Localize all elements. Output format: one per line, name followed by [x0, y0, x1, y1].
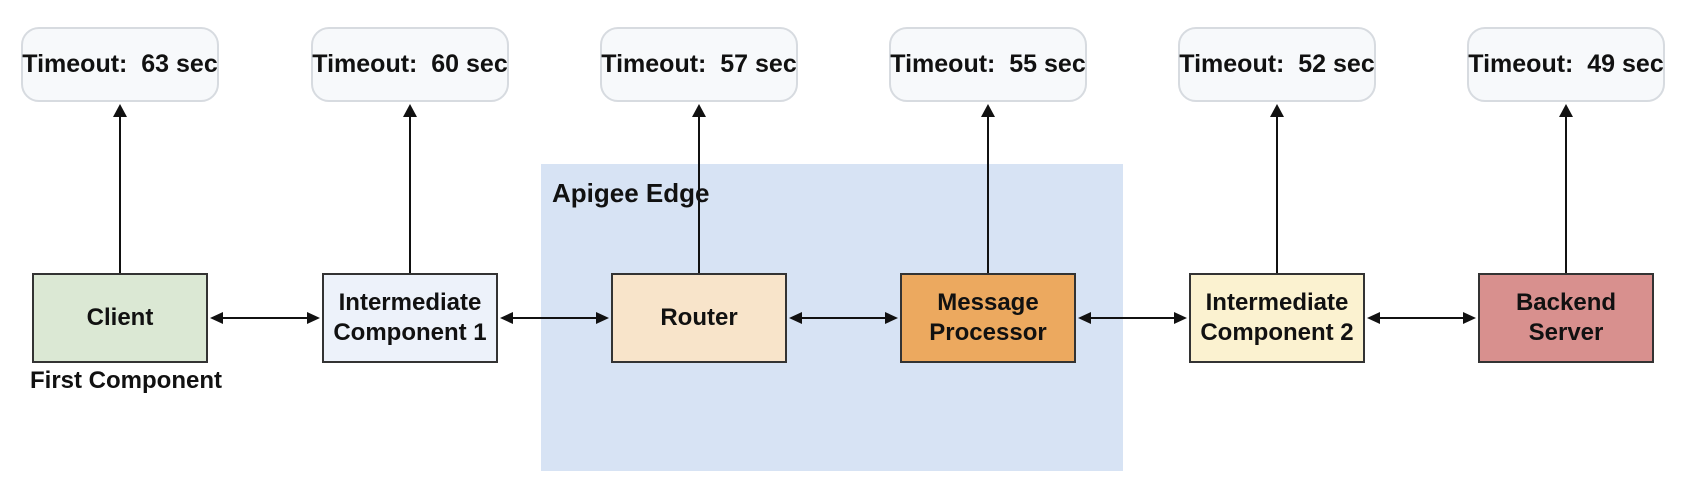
up-arrow-client	[113, 104, 127, 273]
timeout-box-intermediate-component-1: Timeout: 60 sec	[311, 27, 509, 102]
arrowhead-up-icon	[981, 104, 995, 117]
arrowhead-left-icon	[1078, 312, 1091, 324]
node-intermediate-component-2: Intermediate Component 2	[1189, 273, 1365, 363]
arrowhead-left-icon	[500, 312, 513, 324]
node-label: Intermediate Component 2	[1200, 289, 1354, 346]
arrow-router-message-processor	[789, 309, 898, 327]
node-label: Router	[660, 304, 738, 331]
up-arrow-intermediate-component-2	[1270, 104, 1284, 273]
arrow-shaft	[798, 317, 889, 319]
timeout-box-message-processor: Timeout: 55 sec	[889, 27, 1087, 102]
timeout-box-intermediate-component-2: Timeout: 52 sec	[1178, 27, 1376, 102]
arrow-shaft	[1276, 115, 1278, 273]
timeout-label: Timeout: 55 sec	[890, 50, 1086, 78]
node-message-processor: Message Processor	[900, 273, 1076, 363]
arrowhead-up-icon	[1559, 104, 1573, 117]
timeout-box-client: Timeout: 63 sec	[21, 27, 219, 102]
up-arrow-router	[692, 104, 706, 273]
node-backend-server: Backend Server	[1478, 273, 1654, 363]
node-label: Intermediate Component 1	[333, 289, 487, 346]
arrowhead-up-icon	[113, 104, 127, 117]
arrowhead-left-icon	[1367, 312, 1380, 324]
arrow-client-intermediate1	[210, 309, 320, 327]
arrowhead-up-icon	[403, 104, 417, 117]
arrow-shaft	[119, 115, 121, 273]
arrow-intermediate2-backend	[1367, 309, 1476, 327]
apigee-edge-label: Apigee Edge	[552, 178, 710, 208]
timeout-label: Timeout: 49 sec	[1468, 50, 1664, 78]
node-client: Client	[32, 273, 208, 363]
timeout-box-backend-server: Timeout: 49 sec	[1467, 27, 1665, 102]
up-arrow-backend-server	[1559, 104, 1573, 273]
arrowhead-right-icon	[1463, 312, 1476, 324]
arrowhead-left-icon	[210, 312, 223, 324]
timeout-label: Timeout: 52 sec	[1179, 50, 1375, 78]
node-router: Router	[611, 273, 787, 363]
timeout-label: Timeout: 63 sec	[22, 50, 218, 78]
arrow-shaft	[509, 317, 600, 319]
arrow-shaft	[219, 317, 311, 319]
arrow-shaft	[1087, 317, 1178, 319]
arrowhead-right-icon	[596, 312, 609, 324]
node-intermediate-component-1: Intermediate Component 1	[322, 273, 498, 363]
arrow-shaft	[1376, 317, 1467, 319]
timeout-label: Timeout: 57 sec	[601, 50, 797, 78]
arrow-intermediate1-router	[500, 309, 609, 327]
arrowhead-up-icon	[1270, 104, 1284, 117]
timeout-label: Timeout: 60 sec	[312, 50, 508, 78]
arrow-shaft	[698, 115, 700, 273]
up-arrow-message-processor	[981, 104, 995, 273]
arrow-shaft	[987, 115, 989, 273]
arrow-shaft	[409, 115, 411, 273]
arrowhead-left-icon	[789, 312, 802, 324]
arrowhead-right-icon	[307, 312, 320, 324]
arrow-message-processor-intermediate2	[1078, 309, 1187, 327]
arrowhead-up-icon	[692, 104, 706, 117]
first-component-label: First Component	[30, 367, 222, 394]
node-label: Client	[86, 304, 154, 331]
arrowhead-right-icon	[885, 312, 898, 324]
node-label: Backend Server	[1515, 289, 1617, 346]
up-arrow-intermediate-component-1	[403, 104, 417, 273]
timeout-box-router: Timeout: 57 sec	[600, 27, 798, 102]
arrowhead-right-icon	[1174, 312, 1187, 324]
node-label: Message Processor	[929, 289, 1047, 346]
arrow-shaft	[1565, 115, 1567, 273]
